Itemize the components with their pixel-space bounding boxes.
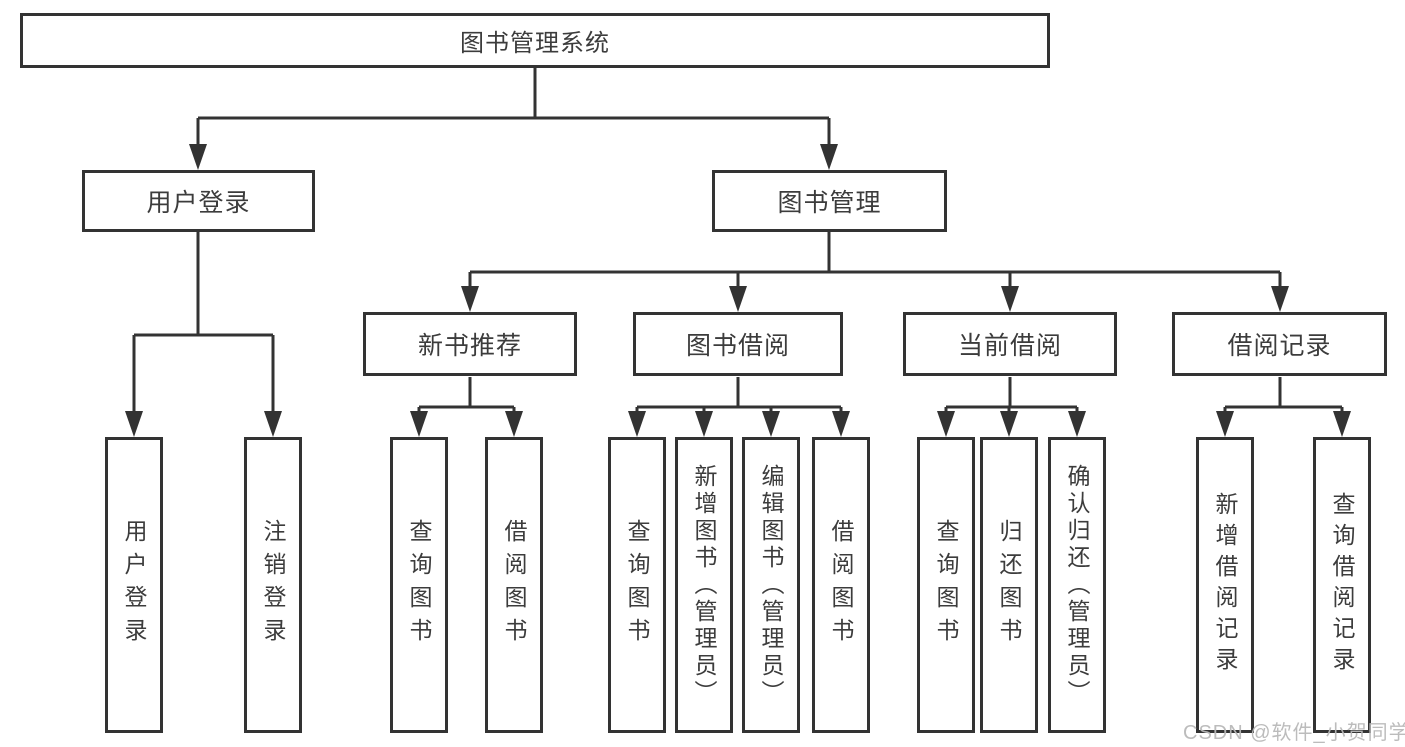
leaf-borrow-books-1-label: 借阅图书 (501, 519, 527, 651)
leaf-borrow-books-2-label: 借阅图书 (828, 519, 854, 651)
leaf-edit-book-admin-label: 编辑图书（管理员） (758, 463, 784, 707)
leaf-add-borrow-record-label: 新增借阅记录 (1212, 492, 1238, 678)
node-new-book-recommendation: 新书推荐 (363, 312, 577, 376)
leaf-add-book-admin: 新增图书（管理员） (675, 437, 733, 733)
leaf-query-books-1: 查询图书 (390, 437, 448, 733)
leaf-logout-label: 注销登录 (260, 519, 286, 651)
leaf-add-book-admin-label: 新增图书（管理员） (691, 463, 717, 707)
arrowheads (125, 144, 1351, 437)
leaf-query-books-2-label: 查询图书 (624, 519, 650, 651)
leaf-return-book-label: 归还图书 (996, 519, 1022, 651)
leaf-confirm-return-admin-label: 确认归还（管理员） (1064, 463, 1090, 707)
node-book-borrowing: 图书借阅 (633, 312, 843, 376)
node-book-management: 图书管理 (712, 170, 947, 232)
node-current-borrowing: 当前借阅 (903, 312, 1117, 376)
leaf-user-login-label: 用户登录 (121, 519, 147, 651)
leaf-borrow-books-2: 借阅图书 (812, 437, 870, 733)
node-user-login: 用户登录 (82, 170, 315, 232)
csdn-watermark: CSDN @软件_小贺同学 (1183, 722, 1405, 744)
leaf-query-books-1-label: 查询图书 (406, 519, 432, 651)
leaf-query-borrow-record: 查询借阅记录 (1313, 437, 1371, 733)
leaf-query-borrow-record-label: 查询借阅记录 (1329, 492, 1355, 678)
leaf-query-books-3-label: 查询图书 (933, 519, 959, 651)
leaf-logout: 注销登录 (244, 437, 302, 733)
leaf-user-login: 用户登录 (105, 437, 163, 733)
leaf-confirm-return-admin: 确认归还（管理员） (1048, 437, 1106, 733)
leaf-return-book: 归还图书 (980, 437, 1038, 733)
node-borrowing-records: 借阅记录 (1172, 312, 1387, 376)
node-system-root: 图书管理系统 (20, 13, 1050, 68)
leaf-query-books-3: 查询图书 (917, 437, 975, 733)
leaf-add-borrow-record: 新增借阅记录 (1196, 437, 1254, 733)
leaf-borrow-books-1: 借阅图书 (485, 437, 543, 733)
leaf-edit-book-admin: 编辑图书（管理员） (742, 437, 800, 733)
leaf-query-books-2: 查询图书 (608, 437, 666, 733)
